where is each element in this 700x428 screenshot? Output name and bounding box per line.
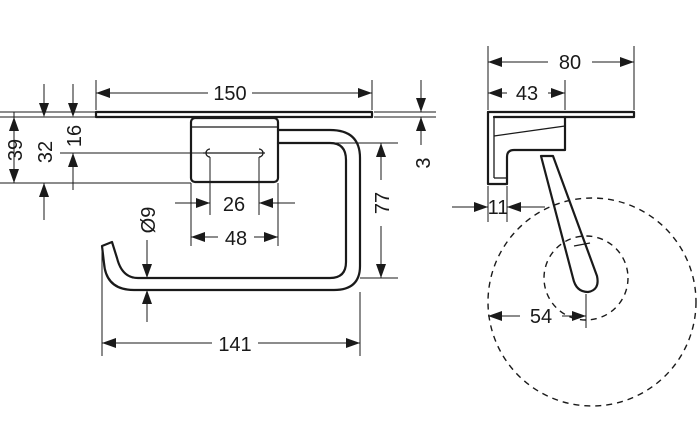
dim-label-54: 54 bbox=[530, 306, 552, 328]
arrow-3-t bbox=[416, 98, 426, 112]
arrow-26-l bbox=[196, 198, 210, 208]
mount-screw-left bbox=[205, 148, 211, 158]
side-arm-mark bbox=[573, 242, 591, 247]
arrow-26-r bbox=[259, 198, 273, 208]
dim-label-80: 80 bbox=[559, 52, 581, 74]
dim-label-16: 16 bbox=[64, 125, 86, 147]
mount-screw-right bbox=[258, 148, 264, 158]
dim-label-39: 39 bbox=[5, 139, 27, 161]
arrow-32-b bbox=[39, 183, 49, 197]
arrow-11-r bbox=[507, 202, 521, 212]
arrow-150-r bbox=[358, 88, 372, 98]
arrow-54-l bbox=[488, 311, 502, 321]
arrow-48-l bbox=[191, 232, 205, 242]
side-plate-diag bbox=[493, 125, 566, 137]
arrow-141-l bbox=[102, 338, 116, 348]
arrow-48-r bbox=[264, 232, 278, 242]
arrow-39-t bbox=[9, 117, 19, 131]
dim-label-3: 3 bbox=[413, 157, 435, 168]
side-shelf bbox=[486, 110, 636, 119]
arrow-16-b bbox=[68, 153, 78, 167]
mount-block bbox=[189, 116, 280, 184]
dim-label-150: 150 bbox=[213, 83, 246, 105]
roll-core-circle bbox=[543, 235, 629, 321]
arrow-3-b bbox=[416, 117, 426, 131]
arrow-80-r bbox=[620, 57, 634, 67]
arrow-141-r bbox=[346, 338, 360, 348]
holder-arm bbox=[100, 128, 362, 292]
arrow-16-t bbox=[68, 103, 78, 117]
roll-outer-circle bbox=[487, 197, 697, 407]
side-arm bbox=[539, 154, 599, 294]
arrow-80-l bbox=[488, 57, 502, 67]
arrow-d9-b bbox=[142, 290, 152, 304]
dim-label-141: 141 bbox=[218, 334, 251, 356]
dim-label-77: 77 bbox=[372, 192, 394, 214]
arrow-43-l bbox=[488, 88, 502, 98]
arrow-77-t bbox=[376, 143, 386, 157]
arrow-11-l bbox=[474, 202, 488, 212]
shelf-outline bbox=[94, 110, 374, 119]
side-view: 80 43 11 54 bbox=[452, 46, 697, 407]
side-wall-plate bbox=[486, 110, 567, 186]
dim-label-d9: Ø9 bbox=[138, 207, 160, 234]
arrow-43-r bbox=[551, 88, 565, 98]
arrow-39-b bbox=[9, 169, 19, 183]
front-view: 150 39 32 16 3 bbox=[0, 80, 436, 356]
arrow-d9-t bbox=[142, 264, 152, 278]
dim-label-26: 26 bbox=[223, 194, 245, 216]
dim-label-48: 48 bbox=[225, 228, 247, 250]
arrow-150-l bbox=[96, 88, 110, 98]
dim-label-11: 11 bbox=[488, 197, 509, 219]
arrow-54-r bbox=[572, 311, 586, 321]
arrow-77-b bbox=[376, 264, 386, 278]
dim-label-32: 32 bbox=[35, 141, 57, 163]
arrow-32-t bbox=[39, 103, 49, 117]
dim-label-43: 43 bbox=[516, 83, 538, 105]
